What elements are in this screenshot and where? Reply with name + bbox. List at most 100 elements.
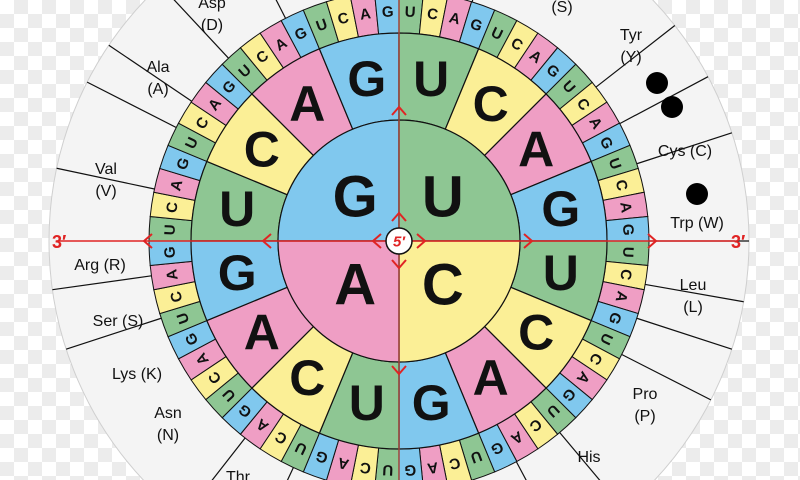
third-base-letter: G — [381, 4, 393, 22]
five-prime-label: 5′ — [393, 234, 406, 251]
amino-acid-divider — [636, 132, 733, 165]
amino-acid-label: (S) — [551, 0, 572, 16]
second-base-letter: C — [289, 350, 325, 406]
amino-acid-divider — [86, 81, 177, 129]
amino-acid-labels: Asp(D)(S)Ala(A)Tyr(Y)Val(V)Cys (C)Trp (W… — [74, 0, 724, 480]
amino-acid-code: (N) — [157, 427, 179, 444]
third-base-letter: C — [163, 201, 181, 214]
second-base-letter: G — [218, 245, 257, 301]
direction-arrows: 5′ 3′ 3′ — [52, 0, 745, 480]
third-base-letter: G — [404, 461, 416, 479]
amino-acid-divider — [108, 44, 193, 102]
amino-acid-label: Lys (K) — [112, 366, 162, 383]
amino-acid-label: Pro — [633, 386, 658, 403]
second-base-letter: A — [473, 350, 509, 406]
arrow-left-icon — [371, 233, 382, 249]
third-base-letter: A — [359, 5, 372, 23]
amino-acid-label: Asp — [198, 0, 226, 12]
stop-codon-icon — [686, 183, 708, 205]
third-base-letter: C — [336, 9, 351, 28]
amino-acid-label: Ser (S) — [93, 313, 144, 330]
second-base-letter: U — [543, 245, 579, 301]
amino-acid-divider — [621, 353, 712, 401]
arrow-left-icon — [261, 233, 272, 249]
amino-acid-divider — [173, 0, 229, 59]
first-base-letter: G — [333, 165, 378, 230]
first-base-letter: C — [422, 252, 464, 317]
arrow-left-icon — [142, 233, 153, 249]
stop-codon-icon — [646, 72, 668, 94]
amino-acid-label: Ala — [146, 59, 169, 76]
third-base-letter: A — [447, 9, 462, 28]
amino-acid-label: Val — [95, 161, 117, 178]
arrow-right-icon — [647, 233, 658, 249]
amino-acid-divider — [211, 437, 246, 480]
arrow-up-icon — [391, 105, 407, 116]
stop-codon-markers — [646, 72, 708, 205]
arrow-down-icon — [391, 259, 407, 270]
amino-acid-divider — [515, 461, 527, 480]
amino-acid-label: Trp (W) — [670, 215, 724, 232]
third-base-letter: U — [404, 4, 416, 22]
third-base-letter: C — [167, 289, 186, 304]
third-base-letter: A — [167, 178, 186, 193]
amino-acid-divider — [65, 317, 162, 350]
third-base-letter: G — [605, 310, 625, 327]
amino-acid-label: Asn — [154, 405, 182, 422]
stop-codon-icon — [661, 96, 683, 118]
amino-acid-label: Thr — [226, 469, 251, 480]
amino-acid-label: His — [577, 449, 600, 466]
third-base-letter: U — [162, 224, 180, 236]
second-base-letter: A — [244, 305, 280, 361]
first-base-U — [398, 119, 521, 242]
third-base-letter: U — [468, 447, 484, 467]
amino-acid-code: (A) — [147, 81, 168, 98]
second-base-letter: G — [347, 51, 386, 107]
third-base-letter: G — [468, 15, 485, 35]
third-base-letter: U — [605, 156, 625, 172]
three-prime-label-left: 3′ — [52, 232, 66, 252]
third-base-letter: U — [314, 16, 330, 36]
amino-acid-code: (P) — [634, 408, 655, 425]
three-prime-label-right: 3′ — [731, 232, 745, 252]
amino-acid-label: Cys (C) — [658, 143, 712, 160]
third-base-letter: G — [173, 156, 193, 173]
second-base-letter: U — [413, 51, 449, 107]
third-base-letter: A — [612, 289, 631, 304]
amino-acid-divider — [595, 25, 676, 88]
third-base-letter: C — [612, 178, 631, 193]
third-base-letter: C — [447, 454, 462, 473]
arrow-up-icon — [391, 211, 407, 222]
amino-acid-code: (V) — [95, 183, 116, 200]
second-base-letter: C — [244, 121, 280, 177]
amino-acid-divider — [559, 432, 601, 480]
first-base-letter: A — [334, 252, 376, 317]
first-base-letter: U — [422, 165, 464, 230]
arrow-right-icon — [416, 233, 427, 249]
third-base-letter: A — [426, 458, 439, 476]
amino-acid-code: (D) — [201, 17, 223, 34]
amino-acid-label: Arg (R) — [74, 257, 126, 274]
arrow-down-icon — [391, 365, 407, 376]
third-base-letter: G — [314, 447, 331, 467]
third-base-letter: U — [619, 246, 637, 258]
amino-acid-divider — [56, 167, 155, 190]
amino-acid-code: (Y) — [620, 49, 641, 66]
second-base-letter: U — [349, 375, 385, 431]
amino-acid-divider — [275, 0, 287, 19]
third-base-letter: A — [336, 454, 351, 473]
second-base-letter: U — [219, 181, 255, 237]
third-base-letter: G — [619, 223, 637, 235]
second-base-letter: G — [412, 375, 451, 431]
second-base-letter: C — [473, 76, 509, 132]
second-base-letter: G — [541, 181, 580, 237]
amino-acid-label: Leu — [680, 277, 707, 294]
third-base-letter: C — [426, 5, 439, 23]
first-base-A — [277, 240, 400, 363]
arrow-right-icon — [523, 233, 534, 249]
amino-acid-divider — [645, 283, 744, 303]
